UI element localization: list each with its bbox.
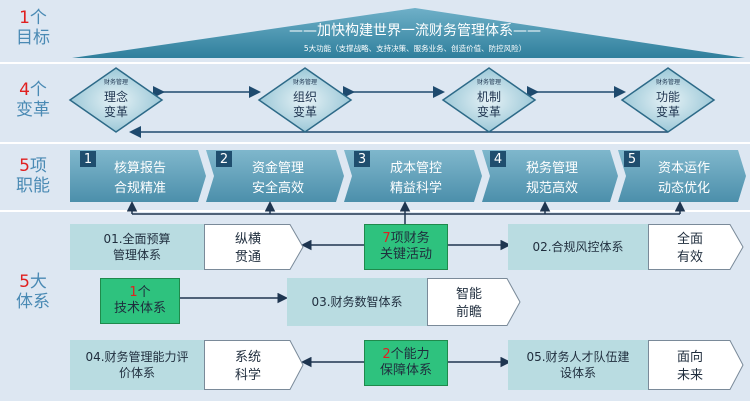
- svg-text:功能: 功能: [656, 90, 680, 104]
- reform-diamond-1: 财务管理 理念 变革: [68, 67, 164, 133]
- goal-row-label: 1个目标: [16, 8, 50, 48]
- svg-text:财务管理: 财务管理: [104, 78, 128, 86]
- svg-text:成本管控: 成本管控: [390, 161, 442, 176]
- svg-text:全面: 全面: [677, 231, 703, 247]
- svg-text:1: 1: [84, 152, 92, 167]
- system-01-tag: 纵横 贯通: [204, 224, 304, 270]
- svg-text:前瞻: 前瞻: [456, 304, 482, 320]
- goal-title: ——加快构建世界一流财务管理体系——: [289, 23, 541, 39]
- reform-diamond-4: 财务管理 功能 变革: [620, 67, 716, 133]
- svg-text:系统: 系统: [235, 350, 261, 365]
- svg-text:规范高效: 规范高效: [526, 180, 578, 196]
- svg-text:5: 5: [628, 152, 636, 167]
- svg-text:安全高效: 安全高效: [252, 180, 304, 196]
- function-chevron-1: 1 核算报告 合规精准: [70, 150, 206, 202]
- system-row-label: 5大体系: [16, 272, 50, 312]
- svg-text:面向: 面向: [677, 349, 703, 365]
- tech-system-box: 1个技术体系: [100, 278, 180, 324]
- reform-row-label: 4个变革: [16, 80, 50, 120]
- system-03-name: 03.财务数智体系: [287, 278, 427, 326]
- function-chevron-5: 5 资本运作 动态优化: [618, 150, 746, 202]
- svg-text:组织: 组织: [293, 90, 317, 104]
- svg-text:核算报告: 核算报告: [114, 161, 166, 176]
- svg-text:2: 2: [220, 152, 228, 167]
- svg-text:未来: 未来: [677, 368, 703, 383]
- svg-text:机制: 机制: [477, 90, 501, 104]
- svg-text:变革: 变革: [293, 104, 317, 119]
- function-chevron-3: 3 成本管控 精益科学: [344, 150, 482, 202]
- svg-text:财务管理: 财务管理: [656, 78, 680, 86]
- system-05-tag: 面向 未来: [648, 340, 744, 390]
- svg-text:资金管理: 资金管理: [252, 160, 304, 176]
- roof-triangle: [72, 8, 745, 58]
- svg-text:财务管理: 财务管理: [293, 78, 317, 86]
- svg-text:4: 4: [494, 152, 502, 167]
- function-chevron-4: 4 税务管理 规范高效: [482, 150, 618, 202]
- svg-text:贯通: 贯通: [235, 250, 261, 265]
- key-activities-box: 7项财务关键活动: [364, 224, 448, 270]
- svg-text:理念: 理念: [104, 89, 128, 104]
- svg-text:变革: 变革: [477, 104, 501, 119]
- reform-diamond-2: 财务管理 组织 变革: [257, 67, 353, 133]
- svg-text:变革: 变革: [104, 104, 128, 119]
- system-05-name: 05.财务人才队伍建设体系: [508, 340, 648, 390]
- svg-text:财务管理: 财务管理: [477, 78, 501, 86]
- system-01-name: 01.全面预算管理体系: [70, 224, 204, 270]
- svg-text:合规精准: 合规精准: [114, 181, 166, 196]
- system-04-tag: 系统 科学: [204, 340, 304, 390]
- reform-diamond-3: 财务管理 机制 变革: [441, 67, 537, 133]
- system-02-name: 02.合规风控体系: [508, 224, 648, 270]
- system-04-name: 04.财务管理能力评价体系: [70, 340, 204, 390]
- svg-text:精益科学: 精益科学: [390, 180, 442, 196]
- system-02-tag: 全面 有效: [648, 224, 744, 270]
- svg-text:智能: 智能: [456, 287, 482, 302]
- goal-subtitle: 5大功能（支撑战略、支持决策、服务业务、创造价值、防控风险）: [304, 43, 526, 53]
- svg-text:有效: 有效: [677, 250, 703, 265]
- svg-text:资本运作: 资本运作: [658, 161, 710, 176]
- system-03-tag: 智能 前瞻: [427, 278, 521, 326]
- support-system-box: 2个能力保障体系: [364, 340, 448, 386]
- svg-text:纵横: 纵横: [235, 232, 261, 247]
- duty-row-label: 5项职能: [16, 156, 50, 196]
- svg-text:科学: 科学: [235, 367, 261, 383]
- function-chevrons: 1 核算报告 合规精准 2 资金管理 安全高效 3 成本管控 精益科学 4 税务…: [70, 150, 746, 202]
- reform-diagram: 财务管理 理念 变革 财务管理 组织 变革 财务管理 机制 变革 财务管理 功能…: [68, 67, 716, 138]
- svg-text:变革: 变革: [656, 104, 680, 119]
- goal-roof: ——加快构建世界一流财务管理体系—— 5大功能（支撑战略、支持决策、服务业务、创…: [72, 8, 745, 58]
- svg-text:税务管理: 税务管理: [526, 160, 578, 176]
- svg-text:动态优化: 动态优化: [658, 181, 710, 196]
- svg-text:3: 3: [358, 152, 366, 167]
- function-chevron-2: 2 资金管理 安全高效: [206, 150, 344, 202]
